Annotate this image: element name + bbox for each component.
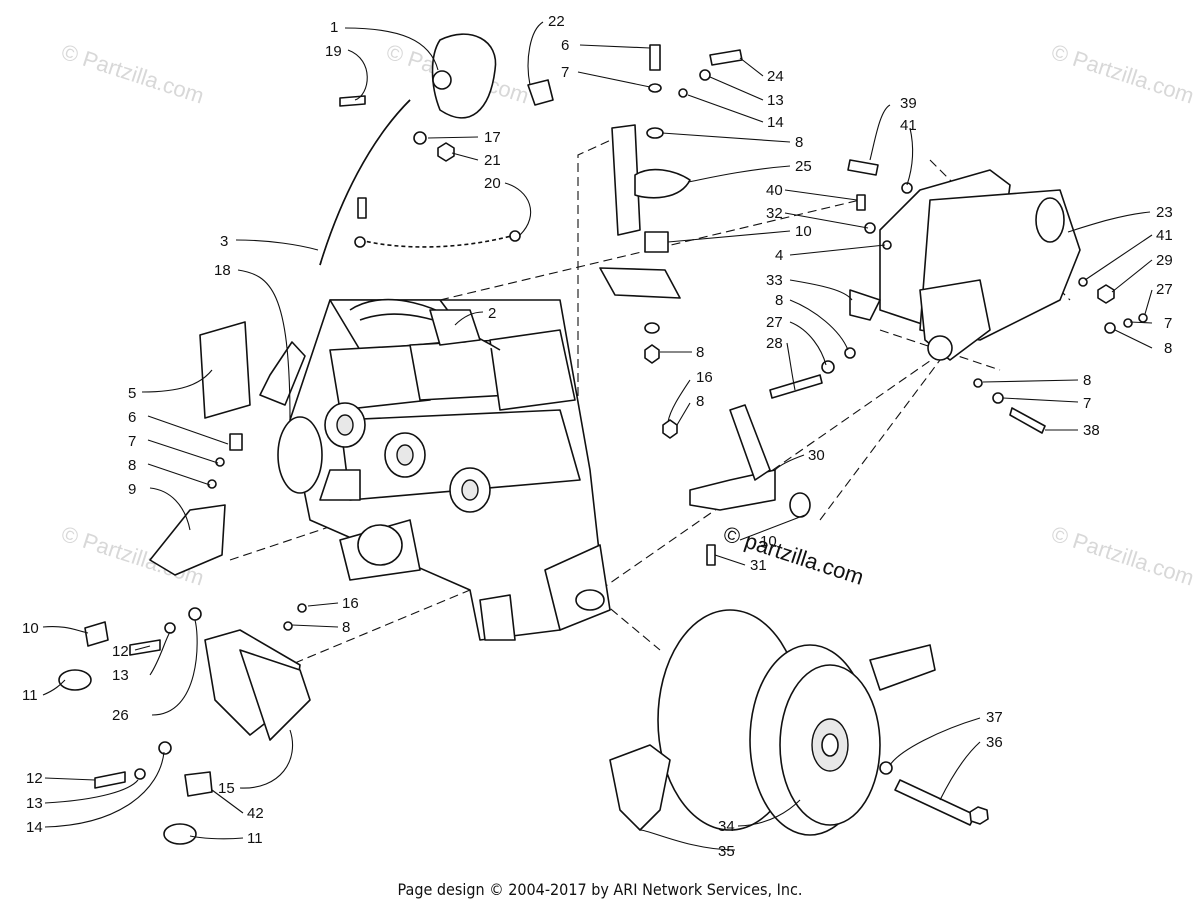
callout-5[interactable]: 5: [128, 385, 136, 402]
callout-37[interactable]: 37: [986, 709, 1003, 726]
callout-36[interactable]: 36: [986, 734, 1003, 751]
callout-7-right[interactable]: 7: [1164, 315, 1172, 332]
callout-26[interactable]: 26: [112, 707, 129, 724]
callout-18[interactable]: 18: [214, 262, 231, 279]
drive-clutch: [609, 609, 989, 836]
center-mounts: [599, 44, 811, 566]
callout-40[interactable]: 40: [766, 182, 783, 199]
callout-16-center[interactable]: 16: [696, 369, 713, 386]
callout-27-left[interactable]: 27: [766, 314, 783, 331]
callout-8-right-low[interactable]: 8: [1083, 372, 1091, 389]
callout-12-left[interactable]: 12: [112, 643, 129, 660]
callout-30[interactable]: 30: [808, 447, 825, 464]
callout-21[interactable]: 21: [484, 152, 501, 169]
watermark-mid-right: © Partzilla.com: [1048, 521, 1197, 591]
decals: [199, 321, 306, 419]
callout-8-center-top[interactable]: 8: [795, 134, 803, 151]
callout-34[interactable]: 34: [718, 818, 735, 835]
callout-22[interactable]: 22: [548, 13, 565, 30]
callout-10-lower-center[interactable]: 10: [760, 533, 777, 550]
callout-11-lower[interactable]: 11: [247, 830, 263, 847]
callout-8-right-upper[interactable]: 8: [775, 292, 783, 309]
callout-15[interactable]: 15: [218, 780, 235, 797]
callout-25[interactable]: 25: [795, 158, 812, 175]
callout-33[interactable]: 33: [766, 272, 783, 289]
callout-38[interactable]: 38: [1083, 422, 1100, 439]
footer-copyright: Page design © 2004-2017 by ARI Network S…: [397, 880, 803, 899]
callout-32[interactable]: 32: [766, 205, 783, 222]
callout-2[interactable]: 2: [488, 305, 496, 322]
callout-41-upper[interactable]: 41: [900, 117, 917, 134]
callout-31[interactable]: 31: [750, 557, 767, 574]
callout-6-center[interactable]: 6: [561, 37, 569, 54]
callout-8-right[interactable]: 8: [1164, 340, 1172, 357]
callout-8-mid-left[interactable]: 8: [342, 619, 350, 636]
right-bracket: [769, 159, 1148, 434]
callout-10-center[interactable]: 10: [795, 223, 812, 240]
callout-13-center[interactable]: 13: [767, 92, 784, 109]
callout-11-left[interactable]: 11: [22, 687, 38, 704]
callout-24[interactable]: 24: [767, 68, 784, 85]
callout-8-left[interactable]: 8: [128, 457, 136, 474]
watermark-top-right: © Partzilla.com: [1048, 39, 1197, 109]
callout-13-left[interactable]: 13: [112, 667, 129, 684]
watermark-top-left: © Partzilla.com: [58, 39, 207, 109]
leader-lines: [42, 21, 1153, 851]
engine-assembly: [277, 298, 611, 641]
callout-3[interactable]: 3: [220, 233, 228, 250]
callout-10-left[interactable]: 10: [22, 620, 39, 637]
callout-17[interactable]: 17: [484, 129, 501, 146]
callout-28[interactable]: 28: [766, 335, 783, 352]
left-mounts: [58, 433, 311, 845]
callout-14-lower[interactable]: 14: [26, 819, 43, 836]
callout-23[interactable]: 23: [1156, 204, 1173, 221]
callout-14-center[interactable]: 14: [767, 114, 784, 131]
callout-4[interactable]: 4: [775, 247, 783, 264]
callout-20[interactable]: 20: [484, 175, 501, 192]
callout-12-lower[interactable]: 12: [26, 770, 43, 787]
callout-27-right[interactable]: 27: [1156, 281, 1173, 298]
callout-7-right-low[interactable]: 7: [1083, 395, 1091, 412]
callout-16-left[interactable]: 16: [342, 595, 359, 612]
callout-1[interactable]: 1: [330, 19, 338, 36]
callout-41-right[interactable]: 41: [1156, 227, 1173, 244]
callout-39[interactable]: 39: [900, 95, 917, 112]
callout-7-center[interactable]: 7: [561, 64, 569, 81]
callout-13-lower[interactable]: 13: [26, 795, 43, 812]
callout-labels: 1 19 22 17 21 20 3 18 2 5 6 7 8 9 10 11 …: [22, 13, 1173, 860]
callout-8-center-low[interactable]: 8: [696, 393, 704, 410]
callout-35[interactable]: 35: [718, 843, 735, 860]
callout-7-left[interactable]: 7: [128, 433, 136, 450]
callout-29[interactable]: 29: [1156, 252, 1173, 269]
callout-9[interactable]: 9: [128, 481, 136, 498]
callout-8-center-mid[interactable]: 8: [696, 344, 704, 361]
callout-42[interactable]: 42: [247, 805, 264, 822]
watermark-center: © partzilla.com: [720, 521, 866, 590]
throttle-parts: [319, 33, 554, 266]
callout-6-left[interactable]: 6: [128, 409, 136, 426]
callout-19[interactable]: 19: [325, 43, 342, 60]
